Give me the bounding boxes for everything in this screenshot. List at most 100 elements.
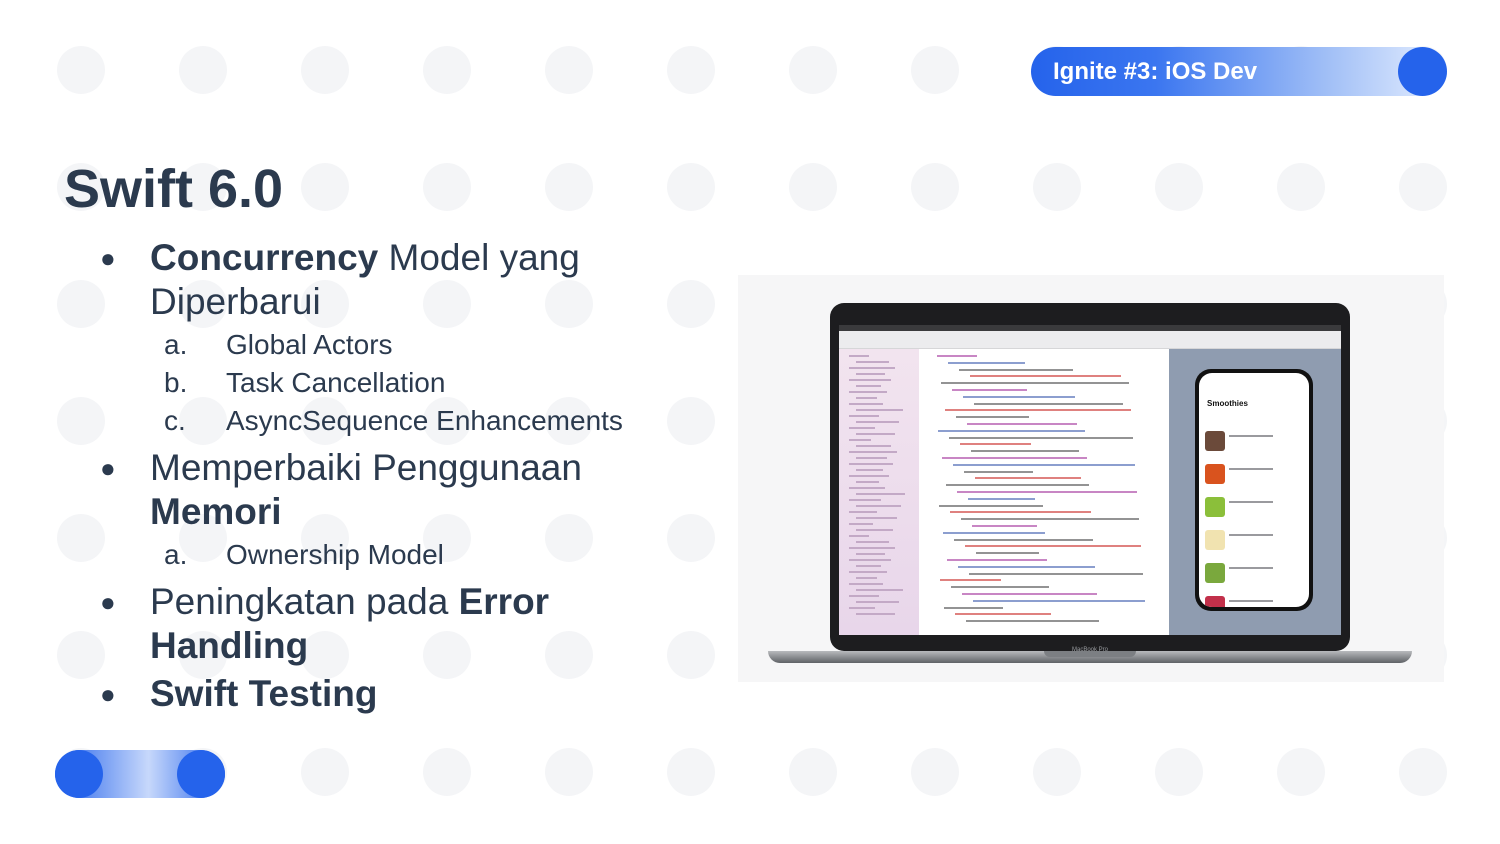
navigator-row — [849, 427, 875, 429]
navigator-row — [849, 607, 875, 609]
navigator-row — [856, 505, 901, 507]
mac-menubar — [839, 325, 1341, 331]
background-dot — [179, 514, 227, 562]
code-line — [959, 368, 1073, 371]
navigator-row — [849, 475, 889, 477]
macbook-xcode-image: Smoothies MacBook Pro — [738, 275, 1444, 682]
sub-marker: c. — [164, 405, 186, 436]
code-line — [942, 457, 1087, 459]
smoothie-row-image — [1205, 464, 1225, 484]
laptop-notch — [1044, 651, 1136, 657]
navigator-row — [849, 379, 891, 381]
background-dot — [423, 163, 471, 211]
code-line — [945, 409, 1131, 412]
navigator-row — [849, 415, 879, 417]
background-dot — [911, 46, 959, 94]
bullet-marker: ● — [100, 679, 116, 709]
background-dot — [423, 514, 471, 562]
navigator-row — [856, 577, 877, 579]
background-dot — [1155, 163, 1203, 211]
code-line — [957, 491, 1137, 493]
slide-title: Swift 6.0 — [64, 159, 284, 219]
background-dot — [667, 748, 715, 796]
navigator-row — [849, 571, 887, 573]
navigator-row — [856, 445, 891, 447]
smoothie-row-image — [1205, 530, 1225, 550]
background-dot — [301, 631, 349, 679]
bullet-list: ● Concurrency Model yang Diperbarui a.Gl… — [100, 236, 700, 718]
navigator-row — [856, 541, 889, 543]
code-line — [964, 470, 1033, 473]
navigator-row — [856, 421, 899, 423]
bullet-memory: ● Memperbaiki Penggunaan Memori — [100, 446, 700, 534]
laptop-model-label: MacBook Pro — [1071, 647, 1108, 653]
sub-bullet: a.Ownership Model — [100, 536, 700, 574]
background-dot — [179, 46, 227, 94]
navigator-row — [856, 517, 897, 519]
code-line — [947, 559, 1047, 561]
code-line — [963, 395, 1075, 398]
navigator-row — [856, 481, 879, 483]
navigator-row — [856, 457, 887, 459]
smoothie-row-image — [1205, 431, 1225, 451]
bullet-marker: ● — [100, 243, 116, 273]
background-dot — [545, 397, 593, 445]
background-dot — [423, 397, 471, 445]
background-dot — [57, 631, 105, 679]
sub-bullet: c.AsyncSequence Enhancements — [100, 402, 700, 440]
background-dot — [667, 280, 715, 328]
sub-marker: b. — [164, 367, 188, 398]
navigator-row — [856, 493, 905, 495]
bullet-text: Peningkatan pada — [150, 581, 459, 622]
navigator-row — [849, 559, 891, 561]
code-line — [970, 375, 1121, 378]
sub-bullet-text: Global Actors — [226, 329, 393, 360]
background-dot — [57, 46, 105, 94]
background-dot — [301, 397, 349, 445]
background-dot — [789, 46, 837, 94]
navigator-row — [849, 439, 871, 441]
background-dot — [911, 748, 959, 796]
navigator-row — [856, 529, 893, 531]
xcode-toolbar — [839, 331, 1341, 349]
iphone-preview: Smoothies — [1195, 369, 1313, 611]
bullet-marker: ● — [100, 587, 116, 617]
background-dot — [1277, 163, 1325, 211]
bullet-error-handling: ● Peningkatan pada Error Handling — [100, 580, 700, 668]
navigator-row — [849, 511, 877, 513]
background-dot — [423, 748, 471, 796]
background-dot — [1033, 163, 1081, 211]
smoothie-row-text — [1229, 468, 1273, 470]
background-dot — [301, 46, 349, 94]
code-line — [969, 572, 1143, 575]
decorative-pill — [55, 750, 225, 798]
background-dot — [545, 163, 593, 211]
code-line — [944, 606, 1003, 609]
code-line — [968, 497, 1035, 500]
navigator-row — [849, 355, 869, 357]
background-dot — [301, 280, 349, 328]
xcode-preview-canvas: Smoothies — [1169, 349, 1341, 635]
navigator-row — [856, 565, 881, 567]
background-dot — [667, 46, 715, 94]
code-line — [972, 525, 1037, 527]
background-dot — [667, 163, 715, 211]
navigator-row — [856, 553, 885, 555]
code-line — [967, 423, 1077, 425]
navigator-row — [856, 397, 877, 399]
navigator-row — [849, 391, 887, 393]
code-line — [949, 436, 1133, 439]
background-dot — [301, 748, 349, 796]
background-dot — [57, 280, 105, 328]
background-dot — [179, 397, 227, 445]
navigator-row — [849, 535, 869, 537]
code-line — [954, 538, 1093, 541]
navigator-row — [856, 373, 885, 375]
navigator-row — [849, 595, 879, 597]
background-dot — [301, 514, 349, 562]
smoothie-row-text — [1229, 501, 1273, 503]
code-line — [939, 504, 1043, 507]
code-line — [966, 620, 1099, 623]
sub-bullet-text: Ownership Model — [226, 539, 444, 570]
badge-text: Ignite #3: iOS Dev — [1053, 58, 1258, 85]
